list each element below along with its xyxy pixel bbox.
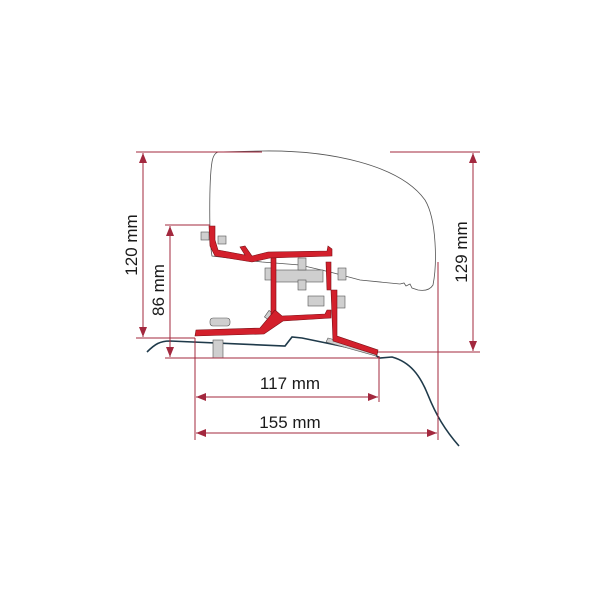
adapter-bracket (194, 225, 379, 356)
label-86mm: 86 mm (149, 264, 168, 316)
dimension-129mm: 129 mm (378, 151, 480, 353)
awning-casing (209, 150, 436, 291)
label-129mm: 129 mm (452, 221, 471, 282)
dimension-120mm: 120 mm (122, 151, 262, 339)
label-117mm: 117 mm (260, 374, 320, 393)
dimension-117mm: 117 mm (196, 374, 378, 401)
label-155mm: 155 mm (259, 413, 320, 432)
dimension-155mm: 155 mm (196, 413, 437, 437)
dimension-86mm: 86 mm (149, 224, 380, 359)
label-120mm: 120 mm (122, 214, 141, 275)
